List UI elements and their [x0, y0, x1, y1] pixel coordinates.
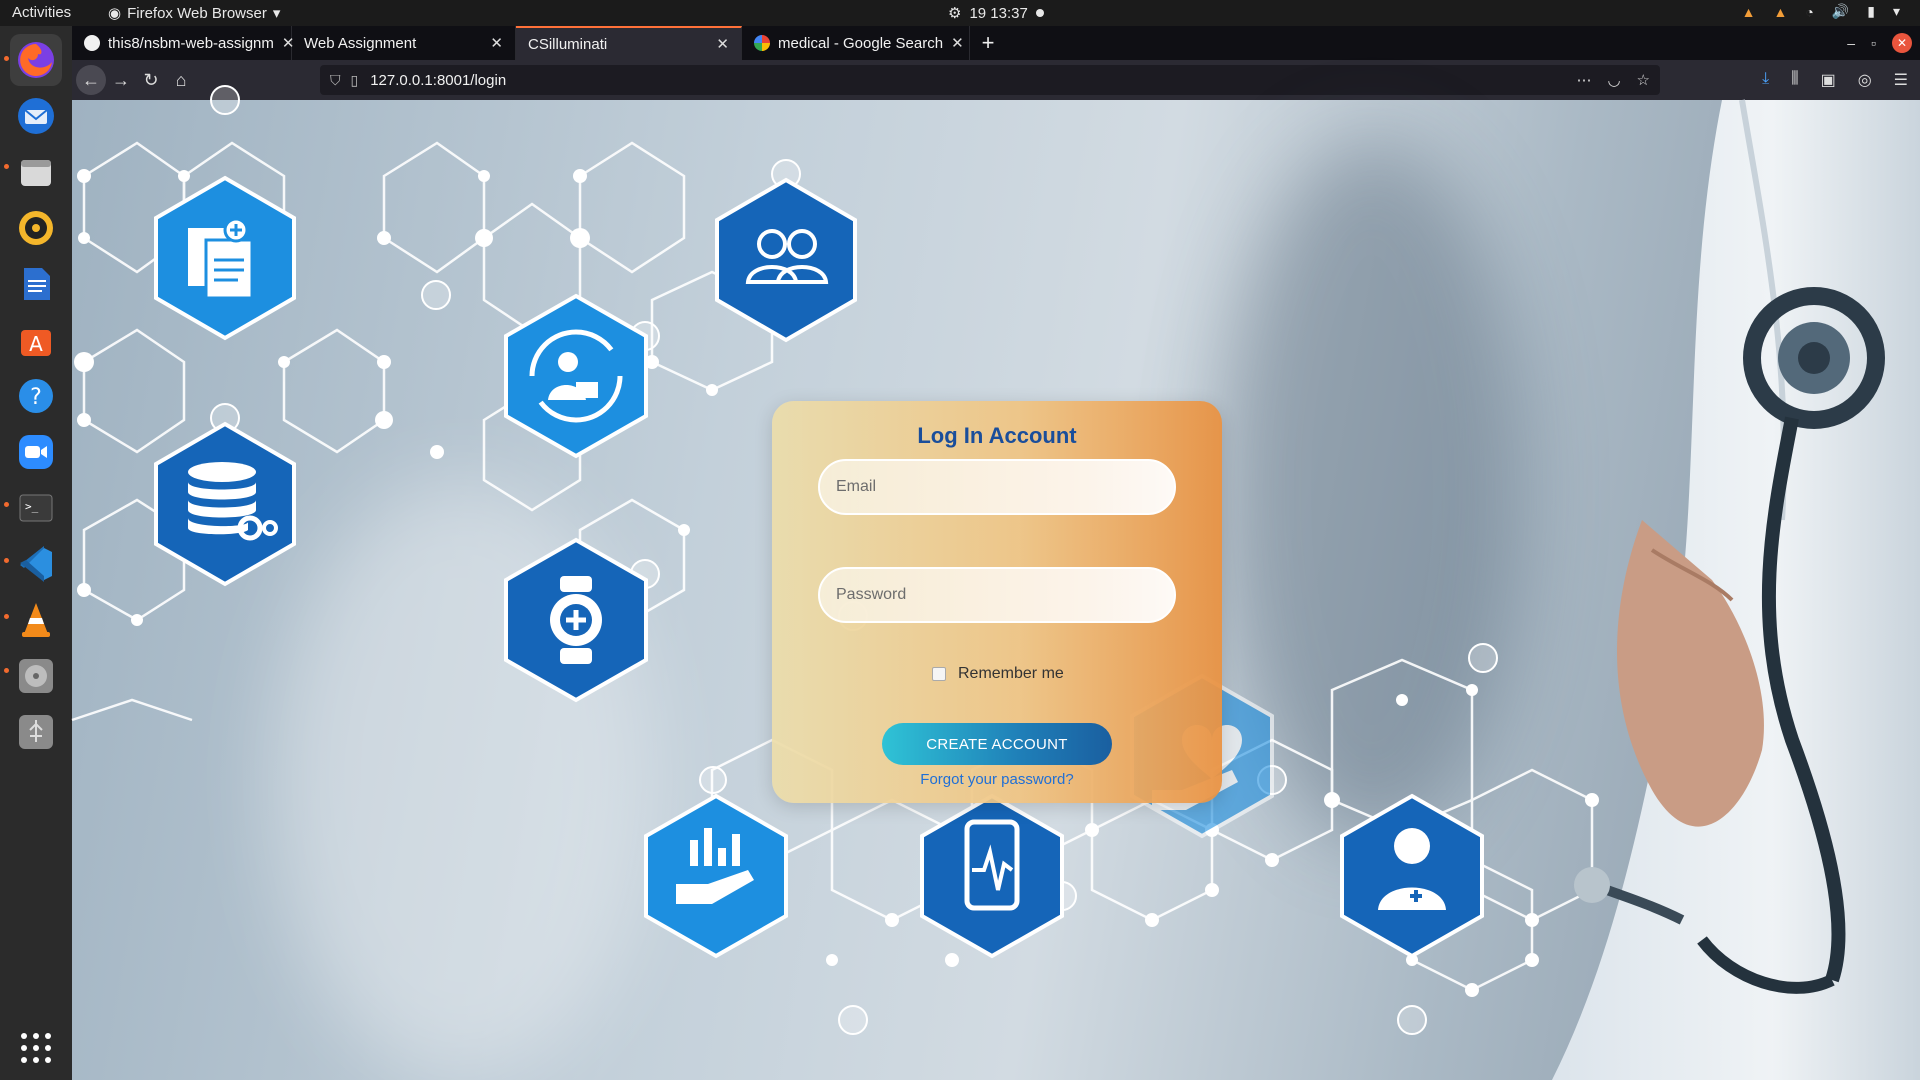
wifi-icon[interactable]: ◔ — [1805, 3, 1814, 20]
tab-medical-search[interactable]: medical - Google Search ✕ — [742, 26, 970, 60]
tab-title: Web Assignment — [304, 34, 417, 52]
downloads-icon[interactable]: ⤓ — [1762, 70, 1770, 87]
clock-label: 19 13:37 — [969, 4, 1028, 22]
dock-help-icon[interactable]: ? — [10, 370, 62, 422]
github-icon — [84, 35, 100, 51]
app-menu[interactable]: ◉ Firefox Web Browser ▾ — [108, 4, 281, 23]
close-tab-icon[interactable]: ✕ — [951, 35, 964, 52]
shield-icon[interactable]: ⛉ — [330, 71, 341, 88]
chevron-down-icon: ▾ — [272, 5, 281, 22]
dock-vlc-icon[interactable] — [10, 594, 62, 646]
password-input[interactable] — [818, 567, 1176, 623]
firefox-small-icon: ◉ — [108, 5, 122, 22]
restore-icon[interactable]: ▫ — [1871, 35, 1876, 51]
nav-toolbar: ← → ↻ ⌂ ⛉ ▯ 127.0.0.1:8001/login ⋯ ◡ ☆ ⤓… — [72, 60, 1920, 100]
svg-text:?: ? — [30, 385, 42, 410]
heart-monitor-tablet-hex-icon — [920, 793, 1064, 959]
clock[interactable]: ⚙ 19 13:37 — [948, 4, 1044, 22]
dock-writer-icon[interactable] — [10, 258, 62, 310]
tab-title: CSilluminati — [528, 35, 608, 53]
login-title: Log In Account — [917, 423, 1077, 448]
dock-files-icon[interactable] — [10, 146, 62, 198]
tab-csilluminati[interactable]: CSilluminati ✕ — [516, 26, 742, 60]
bookmark-star-icon[interactable]: ☆ — [1636, 72, 1650, 89]
doctor-avatar-hex-icon — [1340, 793, 1484, 959]
charity-hand-hex-icon — [644, 793, 788, 959]
vlc-tray-icon-2[interactable]: ▲ — [1773, 3, 1788, 20]
dock-software-icon[interactable]: A — [10, 314, 62, 366]
notification-dot-icon — [1035, 9, 1044, 17]
close-tab-icon[interactable]: ✕ — [490, 35, 503, 52]
google-icon — [754, 35, 770, 51]
patient-care-cycle-hex-icon — [504, 293, 648, 459]
dock-firefox-icon[interactable] — [10, 34, 62, 86]
medical-watch-hex-icon — [504, 537, 648, 703]
login-card: Log In Account Remember me CREATE ACCOUN… — [772, 401, 1222, 803]
dock-disc-icon[interactable] — [10, 650, 62, 702]
email-input[interactable] — [818, 459, 1176, 515]
svg-text:A: A — [29, 332, 43, 356]
back-button[interactable]: ← — [76, 65, 106, 95]
url-text[interactable]: 127.0.0.1:8001/login — [370, 71, 507, 89]
new-tab-button[interactable]: + — [981, 30, 995, 55]
login-page: Log In Account Remember me CREATE ACCOUN… — [71, 85, 1920, 1080]
tab-title: medical - Google Search — [778, 34, 944, 52]
vlc-tray-icon[interactable]: ▲ — [1741, 3, 1756, 20]
ubuntu-dock: A ? >_ — [0, 26, 72, 1080]
minimize-icon[interactable]: – — [1847, 35, 1856, 51]
remember-me[interactable]: Remember me — [932, 665, 1064, 683]
url-bar[interactable]: ⛉ ▯ 127.0.0.1:8001/login ⋯ ◡ ☆ — [320, 65, 1660, 95]
dock-zoom-icon[interactable] — [10, 426, 62, 478]
group-users-hex-icon — [715, 177, 857, 343]
create-account-button[interactable]: CREATE ACCOUNT — [882, 723, 1112, 765]
tab-title: this8/nsbm-web-assignm — [108, 34, 274, 52]
toolbar-right: ⤓ ⫼ ▣ ◎ ☰ — [1762, 70, 1908, 90]
doctor-with-stethoscope-image — [1552, 99, 1920, 1080]
battery-icon[interactable]: ▮ — [1867, 3, 1875, 19]
database-settings-hex-icon — [154, 421, 296, 587]
app-menu-label: Firefox Web Browser — [127, 4, 267, 22]
system-tray[interactable]: ▲ ▲ ◔ 🔊 ▮ ▾ — [1742, 3, 1900, 20]
tab-web-assignment[interactable]: Web Assignment ✕ — [292, 26, 516, 60]
more-actions-icon[interactable]: ⋯ — [1576, 72, 1592, 89]
system-menu-chevron-icon[interactable]: ▾ — [1892, 3, 1900, 19]
svg-text:>_: >_ — [25, 500, 39, 513]
accessibility-icon: ⚙ — [948, 5, 962, 22]
window-close-icon[interactable]: ✕ — [1892, 33, 1912, 53]
dock-apps-grid-icon[interactable] — [10, 1022, 62, 1074]
remember-me-checkbox[interactable] — [932, 667, 946, 681]
hamburger-menu-icon[interactable]: ☰ — [1893, 72, 1908, 89]
dock-terminal-icon[interactable]: >_ — [10, 482, 62, 534]
library-icon[interactable]: ⫼ — [1791, 70, 1799, 87]
close-tab-icon[interactable]: ✕ — [281, 35, 295, 52]
account-icon[interactable]: ◎ — [1857, 72, 1872, 89]
remember-me-label: Remember me — [958, 665, 1064, 682]
forward-button[interactable]: → — [112, 69, 130, 90]
tab-github[interactable]: this8/nsbm-web-assignm ✕ — [72, 26, 295, 60]
dock-vscode-icon[interactable] — [10, 538, 62, 590]
patient-record-hex-icon — [154, 175, 296, 341]
sidebar-icon[interactable]: ▣ — [1820, 72, 1836, 89]
page-icon: ▯ — [350, 71, 359, 88]
window-controls: – ▫ ✕ — [1847, 26, 1912, 60]
gnome-top-bar: Activities ◉ Firefox Web Browser ▾ ⚙ 19 … — [0, 0, 1920, 26]
volume-icon[interactable]: 🔊 — [1831, 3, 1850, 19]
activities-button[interactable]: Activities — [12, 4, 72, 21]
forgot-password-link[interactable]: Forgot your password? — [920, 771, 1074, 788]
reload-button[interactable]: ↻ — [143, 69, 159, 90]
dock-usb-icon[interactable] — [10, 706, 62, 758]
dock-rhythmbox-icon[interactable] — [10, 202, 62, 254]
tab-strip: this8/nsbm-web-assignm ✕ Web Assignment … — [72, 26, 1920, 60]
home-button[interactable]: ⌂ — [175, 69, 187, 90]
dock-thunderbird-icon[interactable] — [10, 90, 62, 142]
close-tab-icon[interactable]: ✕ — [716, 36, 729, 53]
pocket-icon[interactable]: ◡ — [1607, 72, 1621, 89]
